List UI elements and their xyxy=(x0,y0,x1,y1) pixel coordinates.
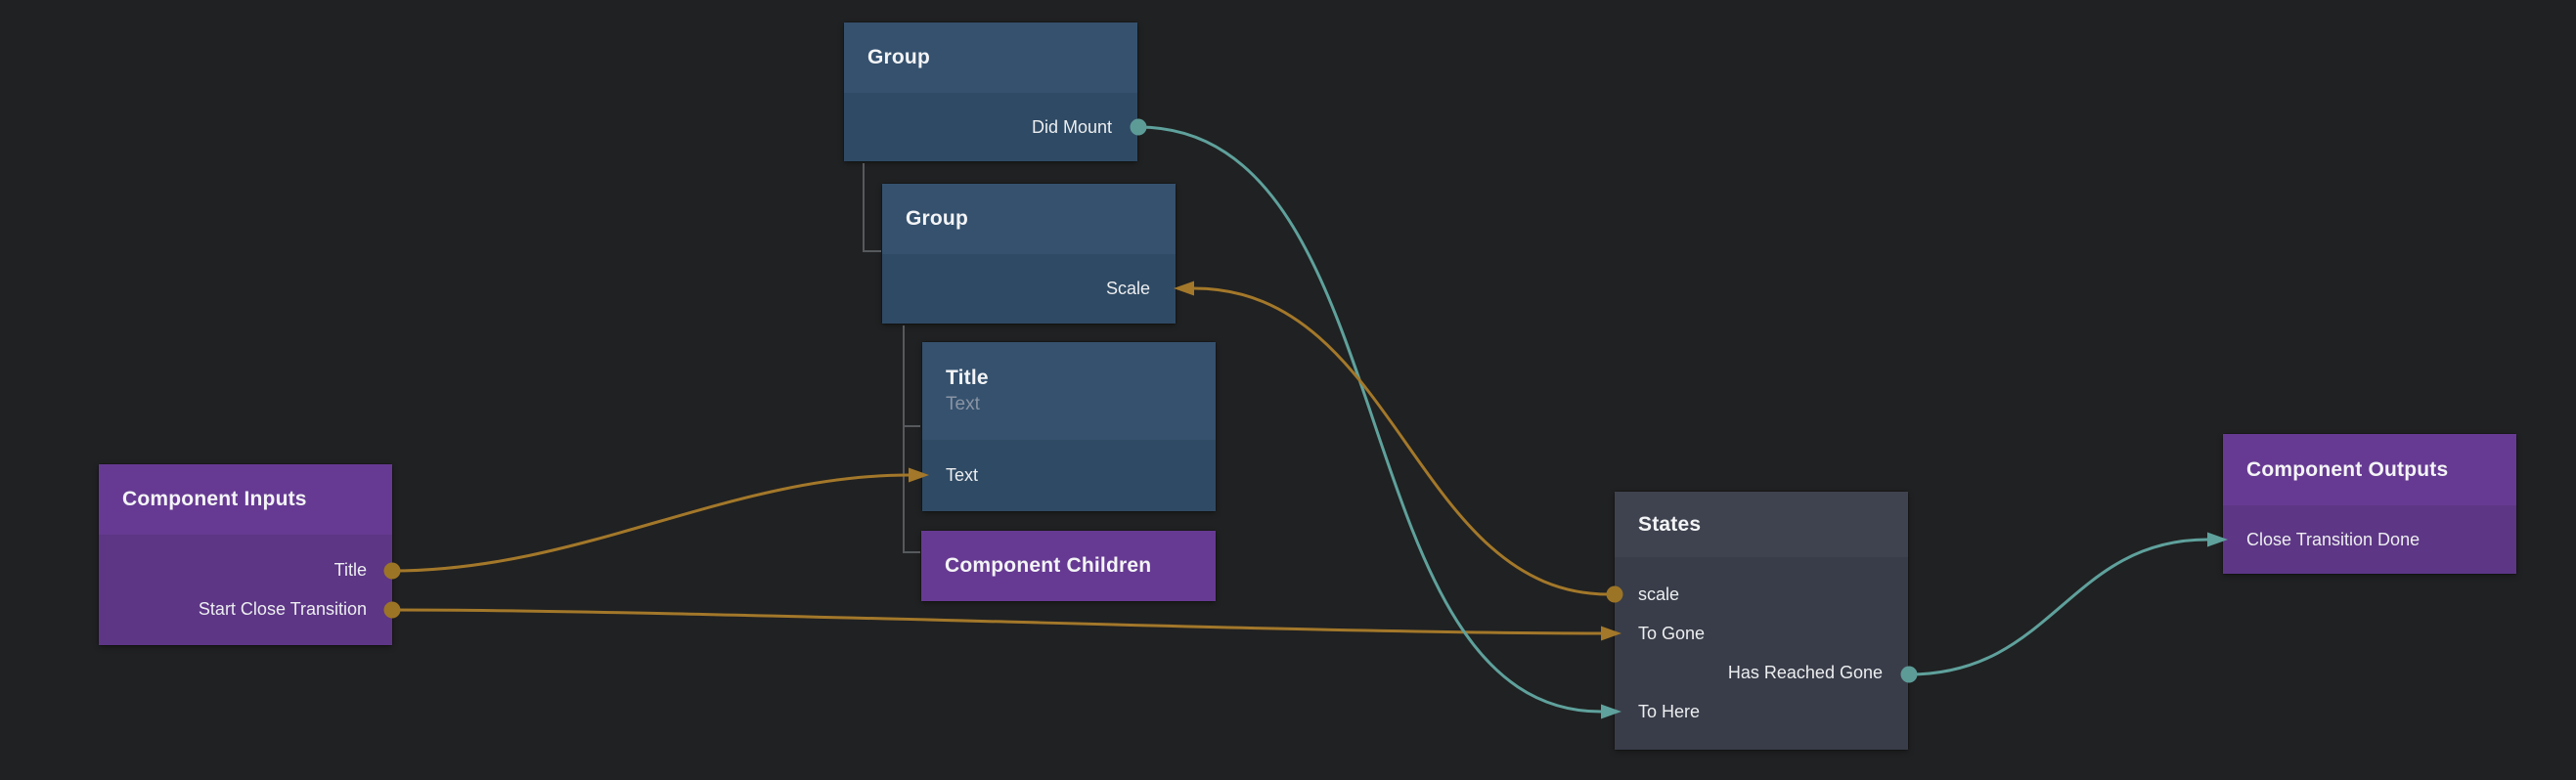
node-subtitle: Text xyxy=(946,394,980,414)
port-to-gone-input[interactable]: To Gone xyxy=(1615,614,1908,653)
tree-line-group-to-group xyxy=(863,163,881,252)
edge-scale-to-scale[interactable] xyxy=(1192,286,1611,596)
node-header[interactable]: Component Outputs xyxy=(2223,434,2516,505)
port-label: Close Transition Done xyxy=(2246,529,2421,549)
node-header[interactable]: Group xyxy=(882,184,1176,254)
node-states[interactable]: States scale To Gone Has Reached Gone To… xyxy=(1615,492,1908,750)
port-has-reached-gone-output[interactable]: Has Reached Gone xyxy=(1615,653,1908,692)
node-header[interactable]: Component Inputs xyxy=(99,464,392,535)
port-to-here-input[interactable]: To Here xyxy=(1615,692,1908,731)
edge-has-reached-gone-to-close-transition-done[interactable] xyxy=(1907,538,2209,676)
node-title: Group xyxy=(867,46,930,68)
node-title: States xyxy=(1638,512,1702,536)
port-label: To Gone xyxy=(1638,623,1706,643)
node-group-top[interactable]: Group Did Mount xyxy=(844,22,1137,161)
port-start-close-transition-output[interactable]: Start Close Transition xyxy=(99,589,392,628)
node-component-children[interactable]: Component Children xyxy=(921,531,1216,601)
tree-line-group-to-component-children xyxy=(903,325,920,553)
port-scale-input[interactable]: Scale xyxy=(882,270,1176,309)
edge-start-close-transition-to-to-gone[interactable] xyxy=(390,608,1603,635)
port-label: scale xyxy=(1638,584,1680,604)
node-component-inputs[interactable]: Component Inputs Title Start Close Trans… xyxy=(99,464,392,645)
port-label: Text xyxy=(946,465,979,485)
node-header[interactable]: Group xyxy=(844,22,1137,93)
node-title: Component Inputs xyxy=(122,488,307,510)
port-close-transition-done-input[interactable]: Close Transition Done xyxy=(2223,520,2516,559)
port-label: Did Mount xyxy=(1031,116,1112,137)
node-component-outputs[interactable]: Component Outputs Close Transition Done xyxy=(2223,434,2516,574)
node-title: Title xyxy=(946,367,989,389)
port-scale-output[interactable]: scale xyxy=(1615,575,1908,614)
port-label: Title xyxy=(333,559,367,580)
node-header[interactable]: States xyxy=(1615,492,1908,557)
node-header[interactable]: Title Text xyxy=(922,342,1216,440)
port-title-output[interactable]: Title xyxy=(99,550,392,589)
port-label: To Here xyxy=(1638,701,1701,721)
node-title: Group xyxy=(906,207,968,230)
node-title: Component Children xyxy=(945,554,1152,577)
node-group-inner[interactable]: Group Scale xyxy=(882,184,1176,324)
arrowhead-scale-input xyxy=(1174,281,1194,296)
port-label: Scale xyxy=(1105,279,1150,298)
port-label: Has Reached Gone xyxy=(1727,662,1883,682)
port-text-input[interactable]: Text xyxy=(922,456,1216,496)
node-title-text[interactable]: Title Text Text xyxy=(922,342,1216,511)
node-header[interactable]: Component Children xyxy=(921,531,1216,601)
port-label: Start Close Transition xyxy=(198,598,367,619)
node-title: Component Outputs xyxy=(2246,457,2449,481)
edge-title-to-text[interactable] xyxy=(390,473,911,573)
port-did-mount[interactable]: Did Mount xyxy=(844,108,1137,147)
